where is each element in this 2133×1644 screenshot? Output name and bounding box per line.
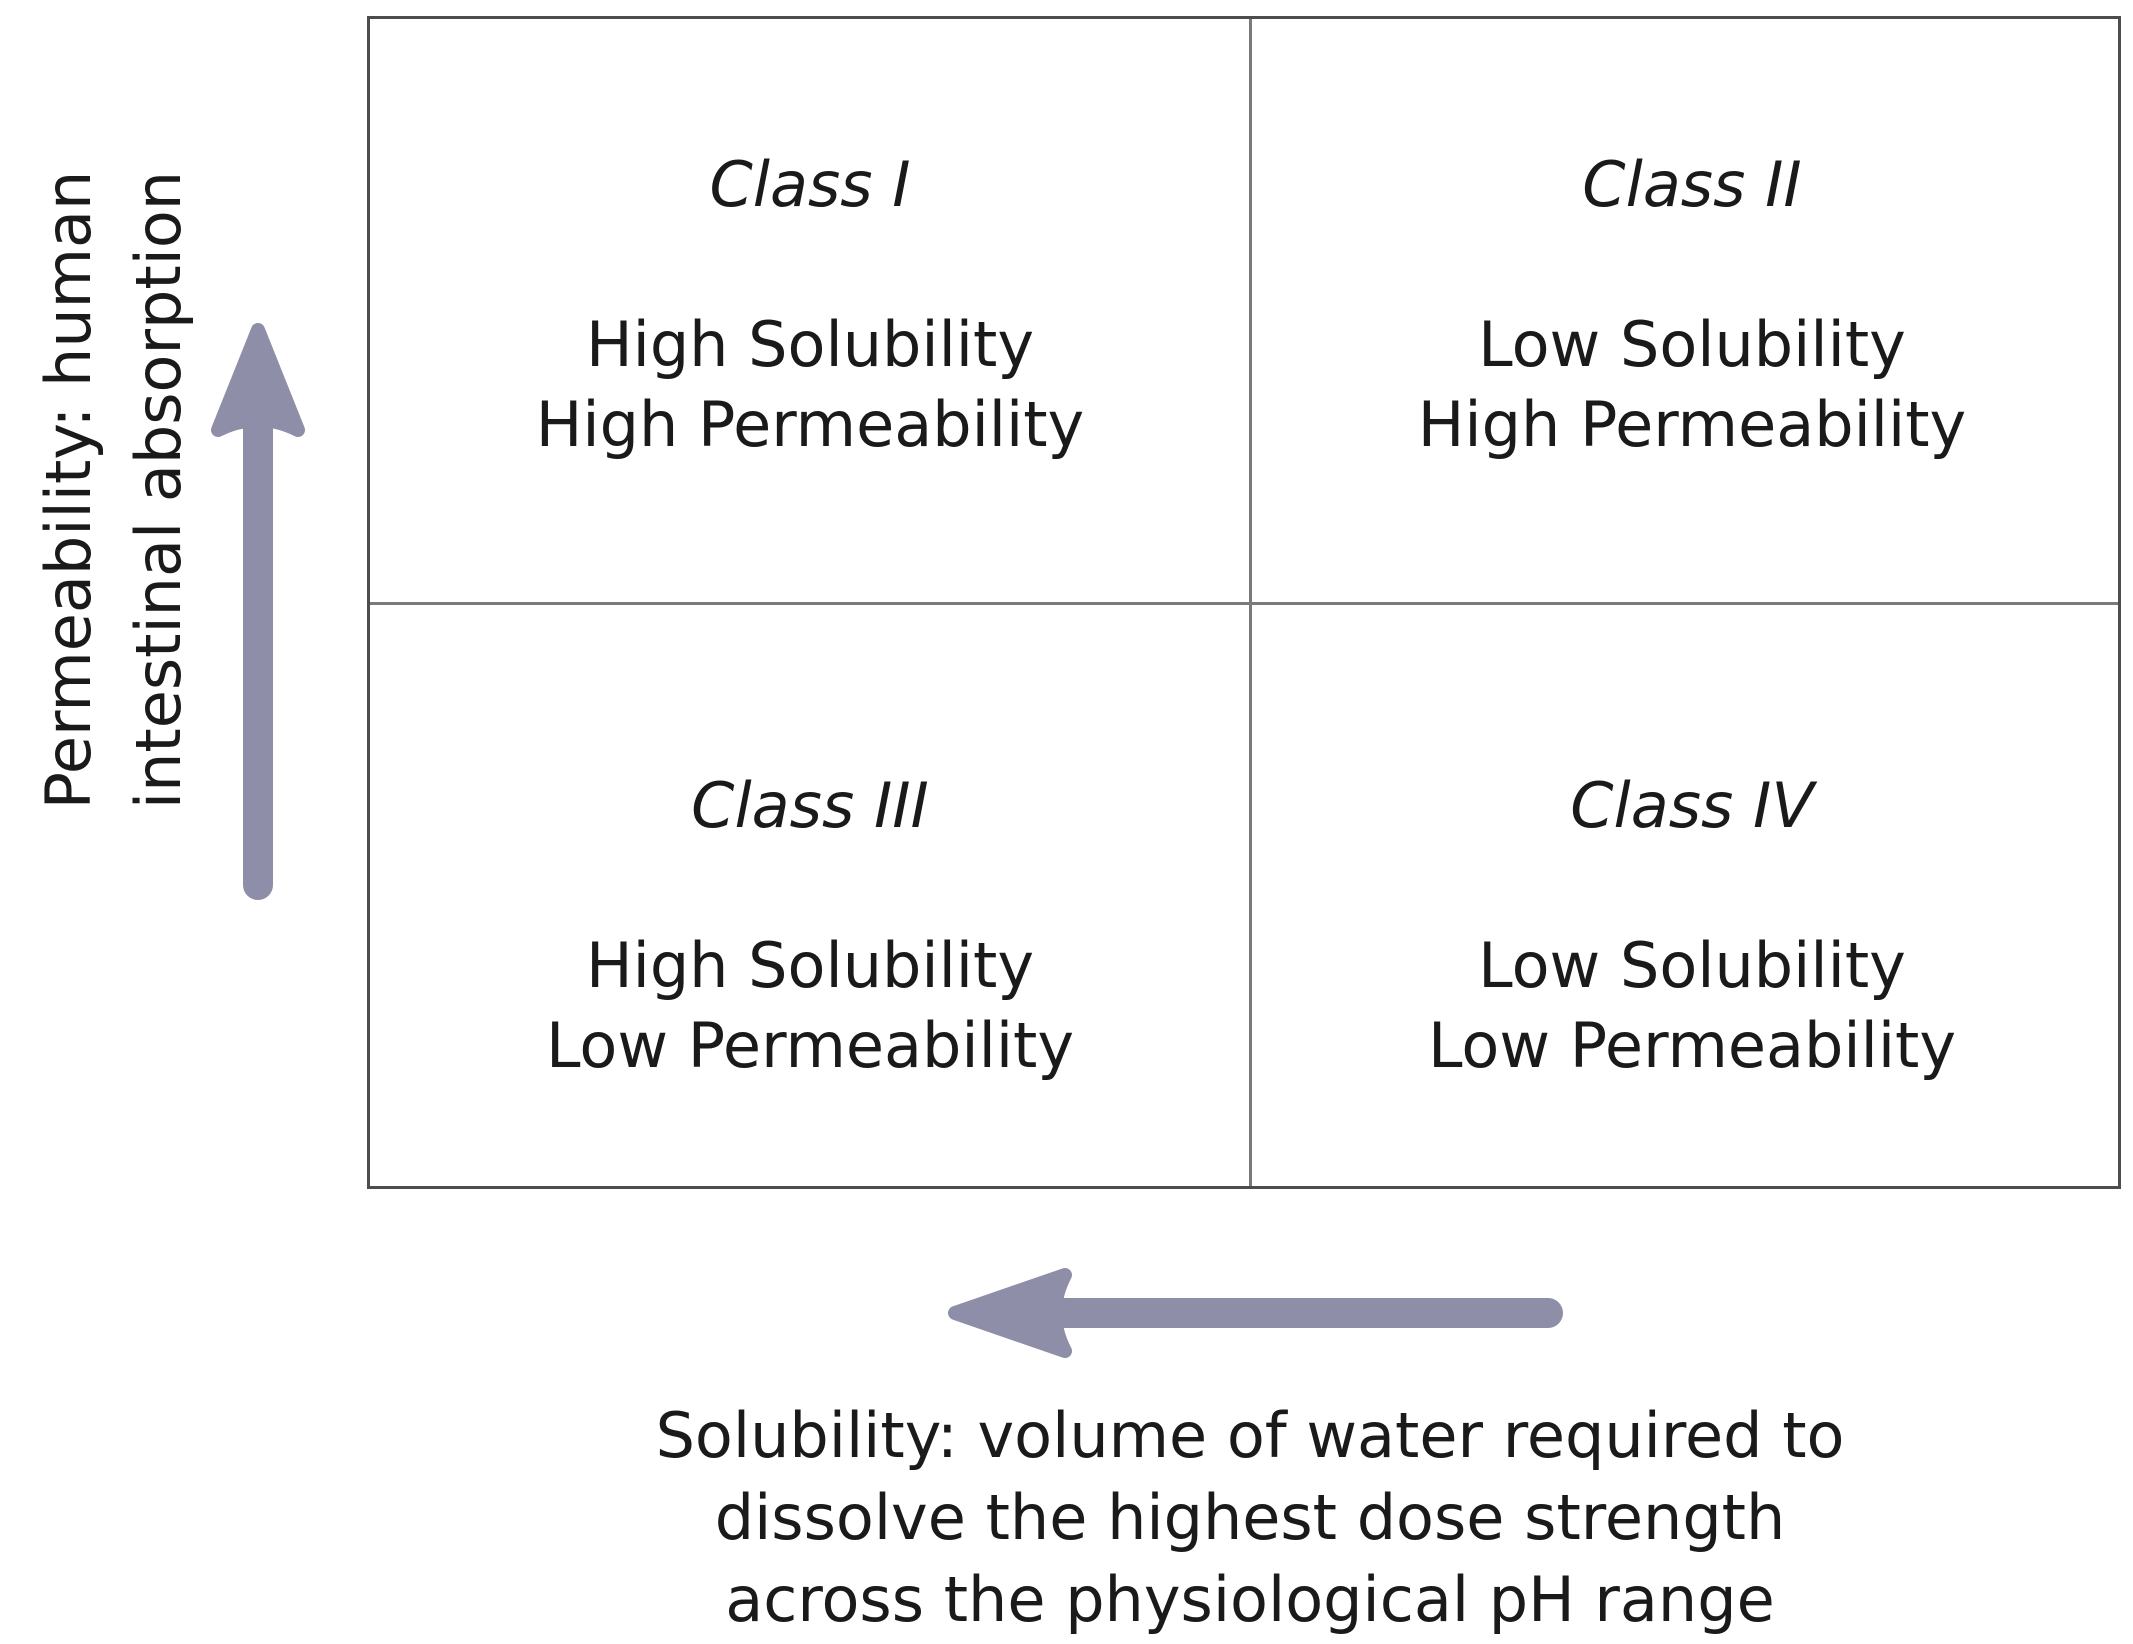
permeability-label: Low Permeability — [545, 1009, 1075, 1082]
cell-class-4: Class IV Low Solubility Low Permeability — [1252, 605, 2132, 1189]
solubility-label: High Solubility — [585, 929, 1035, 1002]
x-axis-label-line: across the physiological pH range — [725, 1563, 1775, 1636]
cell-class-1: Class I High Solubility High Permeabilit… — [370, 19, 1250, 603]
y-axis-label-line: Permeability: human — [32, 170, 105, 810]
solubility-label: High Solubility — [585, 308, 1035, 381]
class-title: Class III — [691, 769, 929, 842]
class-title: Class I — [709, 148, 911, 221]
left-arrow-icon — [948, 1268, 1563, 1358]
solubility-label: Low Solubility — [1478, 929, 1906, 1002]
solubility-label: Low Solubility — [1478, 308, 1906, 381]
horizontal-divider — [370, 602, 2118, 605]
x-axis-label-line: dissolve the highest dose strength — [714, 1481, 1786, 1554]
cell-class-3: Class III High Solubility Low Permeabili… — [370, 605, 1250, 1189]
up-arrow-icon — [211, 323, 305, 900]
permeability-label: High Permeability — [1417, 388, 1967, 461]
y-axis-label: Permeability: human intestinal absorptio… — [24, 40, 204, 940]
permeability-label: High Permeability — [535, 388, 1085, 461]
permeability-label: Low Permeability — [1427, 1009, 1957, 1082]
x-axis-label-line: Solubility: volume of water required to — [655, 1399, 1845, 1472]
y-axis-label-line: intestinal absorption — [122, 170, 195, 810]
x-axis-label: Solubility: volume of water required to … — [540, 1395, 1960, 1641]
cell-class-2: Class II Low Solubility High Permeabilit… — [1252, 19, 2132, 603]
bcs-grid: Class I High Solubility High Permeabilit… — [367, 16, 2121, 1189]
class-title: Class IV — [1570, 769, 1814, 842]
class-title: Class II — [1582, 148, 1802, 221]
